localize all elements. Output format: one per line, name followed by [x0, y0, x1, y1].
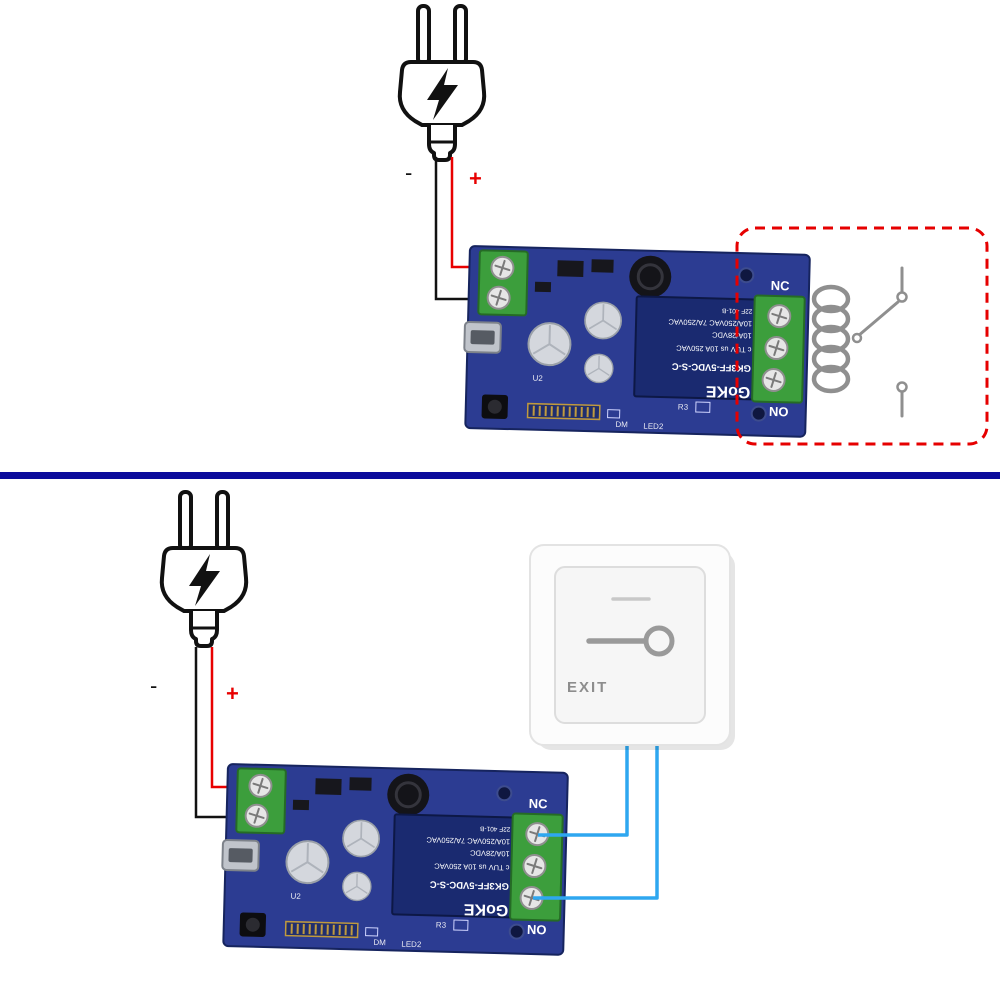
- minus-label: -: [405, 160, 412, 185]
- exit-signal-wire-1: [538, 746, 629, 837]
- power-plug-icon: [397, 4, 487, 162]
- relay-contact-outline: [735, 226, 989, 446]
- plus-label: +: [469, 166, 482, 191]
- common-contact: [851, 332, 863, 344]
- relay-module-board: [220, 764, 568, 955]
- exit-label: EXIT: [567, 679, 608, 696]
- exit-signal-wire-2: [533, 746, 659, 900]
- bottom-wiring-diagram: - + EXIT: [150, 490, 735, 1000]
- power-plug-icon: [159, 490, 249, 648]
- spdt-switch-icon: [851, 266, 908, 418]
- switch-arm: [856, 300, 900, 338]
- exit-inner-button: [554, 566, 706, 724]
- key-icon: [586, 625, 675, 657]
- top-wiring-diagram: GoKE GK3FF-5VDC-S-C c TUV us 10A 250VAC …: [397, 4, 989, 446]
- section-divider: [0, 472, 1000, 479]
- no-contact: [896, 381, 908, 393]
- minus-label: -: [150, 673, 157, 698]
- plus-label: +: [226, 681, 239, 706]
- exit-button: EXIT: [529, 544, 735, 750]
- relay-module-board: [462, 246, 810, 437]
- nc-contact: [896, 291, 908, 303]
- relay-coil-icon: [811, 284, 851, 394]
